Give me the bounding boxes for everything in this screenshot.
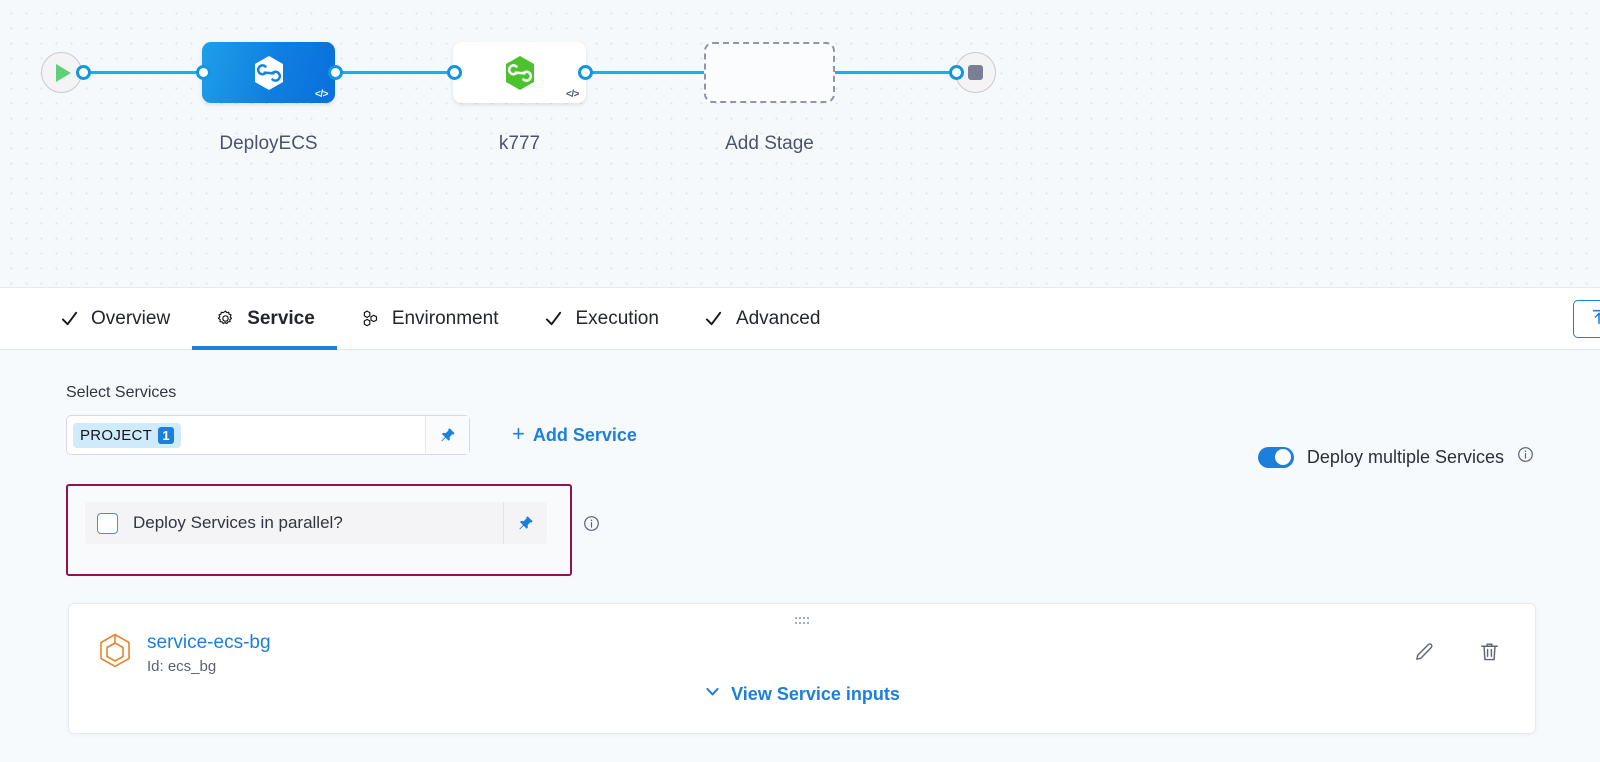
info-icon[interactable] bbox=[1517, 446, 1534, 468]
port-stage1-in[interactable] bbox=[196, 65, 211, 80]
connector-addstage-to-end bbox=[828, 71, 962, 74]
chip-label: PROJECT bbox=[80, 426, 153, 444]
tab-environment[interactable]: Environment bbox=[337, 288, 521, 350]
tab-execution-label: Execution bbox=[575, 307, 659, 329]
stage-label-add-stage: Add Stage bbox=[725, 133, 814, 154]
port-stage1-out[interactable] bbox=[328, 65, 343, 80]
stage-label-deployecs: DeployECS bbox=[219, 133, 318, 154]
deploy-multiple-services-label: Deploy multiple Services bbox=[1306, 446, 1504, 467]
port-end-in[interactable] bbox=[949, 65, 964, 80]
tab-service-label: Service bbox=[247, 307, 315, 329]
save-arrow-icon bbox=[1590, 308, 1600, 331]
select-services-input[interactable]: PROJECT 1 bbox=[66, 415, 470, 455]
connector-stage2-to-addstage bbox=[578, 71, 712, 74]
stop-icon bbox=[968, 65, 983, 80]
port-start-out[interactable] bbox=[76, 65, 91, 80]
trash-icon[interactable] bbox=[1478, 640, 1501, 663]
tab-execution[interactable]: Execution bbox=[520, 288, 680, 350]
select-services-row: PROJECT 1 + Add Service bbox=[66, 415, 1536, 455]
plus-icon: + bbox=[512, 421, 525, 446]
pipeline-start-node[interactable] bbox=[41, 52, 82, 93]
pin-icon[interactable] bbox=[425, 416, 469, 454]
tab-overview[interactable]: Overview bbox=[36, 288, 192, 350]
save-button[interactable]: S bbox=[1572, 300, 1600, 338]
tab-overview-label: Overview bbox=[91, 307, 171, 329]
deploy-parallel-checkbox[interactable] bbox=[97, 512, 118, 534]
view-service-inputs-button[interactable]: View Service inputs bbox=[69, 683, 1535, 705]
tab-service[interactable]: Service bbox=[192, 288, 337, 350]
gear-icon bbox=[214, 309, 236, 328]
stage2-code-badge[interactable]: </> bbox=[566, 89, 579, 100]
deploy-multiple-services-row: Deploy multiple Services bbox=[1257, 446, 1534, 468]
stage-node-k777[interactable]: </> bbox=[453, 42, 586, 103]
harness-hexagon-icon bbox=[254, 55, 283, 90]
tab-environment-label: Environment bbox=[391, 307, 499, 329]
play-icon bbox=[56, 63, 71, 82]
check-icon bbox=[58, 309, 80, 328]
info-icon[interactable] bbox=[570, 502, 612, 544]
add-stage-button[interactable] bbox=[704, 42, 835, 103]
pipeline-canvas[interactable]: </> DeployECS </> k777 Add Stage bbox=[0, 0, 1600, 288]
pin-icon[interactable] bbox=[503, 502, 547, 544]
tab-advanced[interactable]: Advanced bbox=[681, 288, 843, 350]
harness-hexagon-green-icon bbox=[505, 55, 534, 90]
tab-advanced-label: Advanced bbox=[735, 307, 821, 329]
stage-node-deployecs[interactable]: </> bbox=[202, 42, 335, 103]
service-config-panel: Select Services PROJECT 1 + Add Service … bbox=[0, 350, 1600, 762]
chip-count-badge: 1 bbox=[158, 426, 175, 444]
chevron-down-icon bbox=[704, 683, 721, 705]
service-card-actions bbox=[1413, 640, 1501, 663]
add-service-label: Add Service bbox=[532, 424, 637, 445]
check-icon bbox=[703, 309, 725, 328]
connector-stage1-to-stage2 bbox=[328, 71, 460, 74]
drag-handle-icon[interactable] bbox=[794, 612, 810, 624]
deploy-multiple-services-toggle[interactable] bbox=[1257, 446, 1294, 468]
service-id-text: Id: ecs_bg bbox=[147, 657, 217, 675]
stage1-code-badge[interactable]: </> bbox=[315, 89, 328, 100]
deploy-parallel-row: Deploy Services in parallel? bbox=[85, 502, 547, 544]
selected-service-chip[interactable]: PROJECT 1 bbox=[73, 422, 182, 448]
add-service-button[interactable]: + Add Service bbox=[512, 421, 637, 446]
connector-start-to-stage1 bbox=[82, 71, 212, 74]
hexagon-cluster-icon bbox=[359, 309, 381, 329]
deploy-parallel-label: Deploy Services in parallel? bbox=[133, 513, 343, 532]
stage-config-tabbar: Overview Service Environment Execution bbox=[0, 288, 1600, 350]
deploy-parallel-highlight-box: Deploy Services in parallel? bbox=[66, 484, 599, 576]
service-cube-icon bbox=[97, 632, 133, 675]
check-icon bbox=[542, 309, 564, 328]
view-service-inputs-label: View Service inputs bbox=[731, 683, 900, 704]
select-services-label: Select Services bbox=[66, 384, 177, 401]
stage-label-k777: k777 bbox=[498, 133, 541, 154]
pencil-icon[interactable] bbox=[1413, 640, 1436, 663]
service-name-link[interactable]: service-ecs-bg bbox=[147, 632, 271, 653]
port-stage2-out[interactable] bbox=[578, 65, 593, 80]
port-stage2-in[interactable] bbox=[447, 65, 462, 80]
service-identity: service-ecs-bg Id: ecs_bg bbox=[97, 632, 271, 675]
service-card[interactable]: service-ecs-bg Id: ecs_bg bbox=[68, 603, 1536, 734]
